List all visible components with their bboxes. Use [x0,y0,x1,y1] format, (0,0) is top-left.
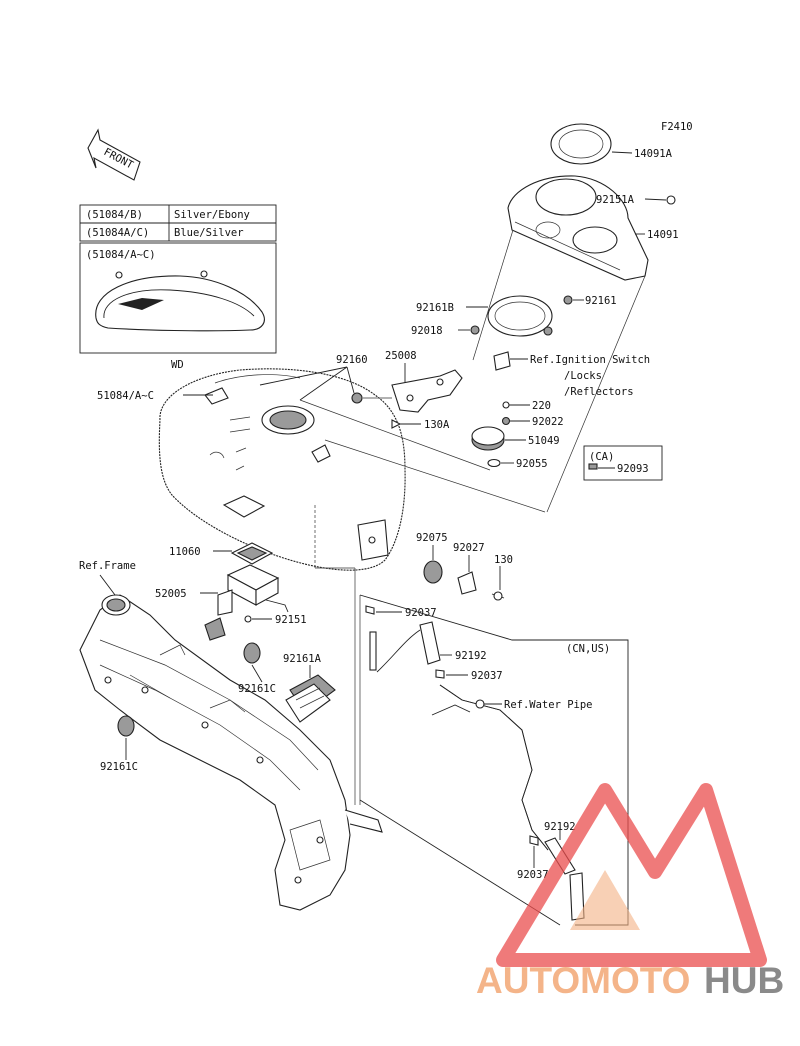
ref-water-pipe: Ref.Water Pipe [504,699,593,711]
ref-ignition-line3: /Reflectors [564,386,634,398]
callout-51049: 51049 [528,435,560,447]
collar [457,571,477,595]
ca-label: (CA) [589,451,614,463]
inset-label: (51084/A~C) [86,249,156,261]
front-arrow-icon: FRONT [87,128,141,181]
ref-frame: Ref.Frame [79,560,136,572]
callout-14091: 14091 [647,229,679,241]
callout-52005: 52005 [155,588,187,600]
callout-92161C-a: 92161C [238,683,276,695]
callout-92192-a: 92192 [455,650,487,662]
callout-51084: 51084/A~C [97,390,154,402]
ignition-cap [493,351,511,371]
callout-92161B: 92161B [416,302,454,314]
color-table-code-1: (51084A/C) [86,227,149,239]
ref-ignition-line1: Ref.Ignition Switch [530,354,650,366]
meter-cover [507,175,649,281]
watermark-text-b: HUB [704,960,784,1001]
fuel-pump [204,564,289,641]
callout-92151: 92151 [275,614,307,626]
callout-92093: 92093 [617,463,649,475]
callout-130A: 130A [424,419,450,431]
callout-25008: 25008 [385,350,417,362]
color-table-code-0: (51084/B) [86,209,143,221]
grommet [563,295,573,305]
color-table-color-0: Silver/Ebony [174,209,250,221]
watermark-logo [496,783,767,967]
callout-14091A: 14091A [634,148,673,160]
figure-code: F2410 [661,121,693,133]
water-pipe [431,684,549,851]
color-table: (51084/B) Silver/Ebony (51084A/C) Blue/S… [79,204,277,242]
callout-92022: 92022 [532,416,564,428]
screw [666,195,676,205]
rubber-pad [285,674,336,723]
ca-box: (CA) 92093 [583,445,663,481]
ref-ignition-line2: /Locks [564,370,602,382]
color-table-color-1: Blue/Silver [174,227,244,239]
callout-92018: 92018 [411,325,443,337]
callout-92027: 92027 [453,542,485,554]
bracket [391,369,463,413]
callout-92075: 92075 [416,532,448,544]
callout-11060: 11060 [169,546,201,558]
callout-92161C-b: 92161C [100,761,138,773]
callout-92151A: 92151A [596,194,635,206]
callout-220: 220 [532,400,551,412]
callout-130: 130 [494,554,513,566]
callout-92161: 92161 [585,295,617,307]
grommet-c-lower [117,715,135,737]
frame [79,594,383,911]
damper [351,392,363,404]
tank-decal-inset: (51084/A~C) [79,242,277,354]
cnus-label: (CN,US) [566,643,610,655]
watermark-text-a: AUTOMOTO [476,960,690,1001]
pump-gasket [222,495,274,565]
callout-92037-c: 92037 [517,869,549,881]
wd-label: WD [171,359,184,371]
callout-92055: 92055 [516,458,548,470]
tank-cap [471,426,505,451]
callout-92037-b: 92037 [471,670,503,682]
callout-92161A: 92161A [283,653,322,665]
meter-gasket [487,295,553,337]
rubber-damper [423,560,443,584]
callout-92192-b: 92192 [544,821,576,833]
fuel-tank [158,368,406,571]
grommet-c [243,642,261,664]
gasket-ring [550,123,612,165]
callout-92160: 92160 [336,354,368,366]
hoses [369,621,441,673]
